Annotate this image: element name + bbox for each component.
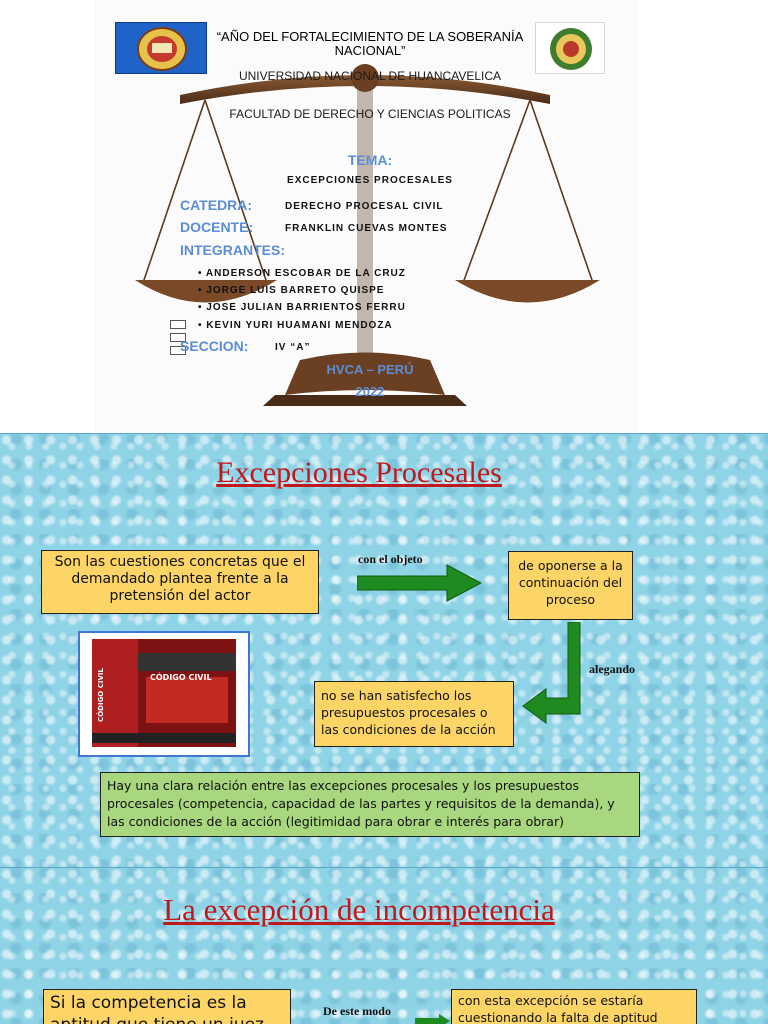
list-marker-icon: [170, 346, 186, 355]
purpose-box: de oponerse a la continuación del proces…: [508, 551, 633, 620]
member-item: • ANDERSON ESCOBAR DE LA CRUZ: [198, 268, 406, 279]
university-name: UNIVERSIDAD NACIONAL DE HUANCAVELICA: [238, 69, 502, 83]
member-item: • JOSE JULIAN BARRIENTOS FERRU: [198, 302, 406, 313]
right-arrow-icon: [415, 1014, 450, 1024]
excepciones-slide: Excepciones Procesales Son las cuestione…: [0, 433, 768, 867]
right-arrow-icon: [357, 564, 482, 602]
year-motto: “AÑO DEL FORTALECIMIENTO DE LA SOBERANÍA…: [216, 29, 524, 58]
faculty-name: FACULTAD DE DERECHO Y CIENCIAS POLITICAS: [229, 107, 511, 121]
list-marker-icon: [170, 320, 186, 329]
teacher-label: DOCENTE:: [180, 219, 254, 235]
topic-label: TEMA:: [347, 152, 393, 168]
aptitude-box: con esta excepción se estaría cuestionan…: [451, 989, 697, 1024]
section-label: SECCION:: [180, 338, 249, 354]
arrow-label-alegando: alegando: [589, 662, 636, 676]
arrow-label-de-este-modo: De este modo: [323, 1004, 391, 1018]
arrow-label-con-el-objeto: con el objeto: [358, 552, 423, 566]
codigo-civil-book-image: CÓDIGO CIVIL CÓDIGO CIVIL: [78, 631, 250, 757]
relation-box: Hay una clara relación entre las excepci…: [100, 772, 640, 837]
scales-of-justice-illustration: [135, 64, 600, 406]
incompetencia-slide: La excepción de incompetencia Si la comp…: [0, 867, 768, 1024]
topic-value: EXCEPCIONES PROCESALES: [287, 175, 453, 186]
member-item: • JORGE LUIS BARRETO QUISPE: [198, 285, 385, 296]
competence-definition-box: Si la competencia es la aptitud que tien…: [43, 989, 291, 1024]
member-item: • KEVIN YURI HUAMANI MENDOZA: [198, 320, 393, 331]
book-spine-title: CÓDIGO CIVIL: [96, 668, 105, 722]
slide-title: La excepción de incompetencia: [163, 892, 555, 927]
cover-slide: “AÑO DEL FORTALECIMIENTO DE LA SOBERANÍA…: [95, 0, 638, 433]
university-shield-logo: [115, 22, 207, 74]
section-value: IV “A”: [275, 342, 311, 353]
chair-label: CATEDRA:: [180, 197, 253, 213]
faculty-emblem-logo: [535, 22, 605, 74]
chair-value: DERECHO PROCESAL CIVIL: [285, 201, 444, 212]
teacher-value: FRANKLIN CUEVAS MONTES: [285, 223, 448, 234]
cover-year: 2022: [355, 384, 385, 399]
definition-box: Son las cuestiones concretas que el dema…: [41, 550, 319, 614]
reason-box: no se han satisfecho los presupuestos pr…: [314, 681, 514, 747]
down-left-arrow-icon: [522, 622, 581, 724]
place: HVCA – PERÚ: [326, 362, 414, 377]
slide-title: Excepciones Procesales: [216, 456, 502, 489]
members-label: INTEGRANTES:: [180, 242, 285, 258]
book-cover-title: CÓDIGO CIVIL: [150, 673, 212, 682]
list-marker-icon: [170, 333, 186, 342]
